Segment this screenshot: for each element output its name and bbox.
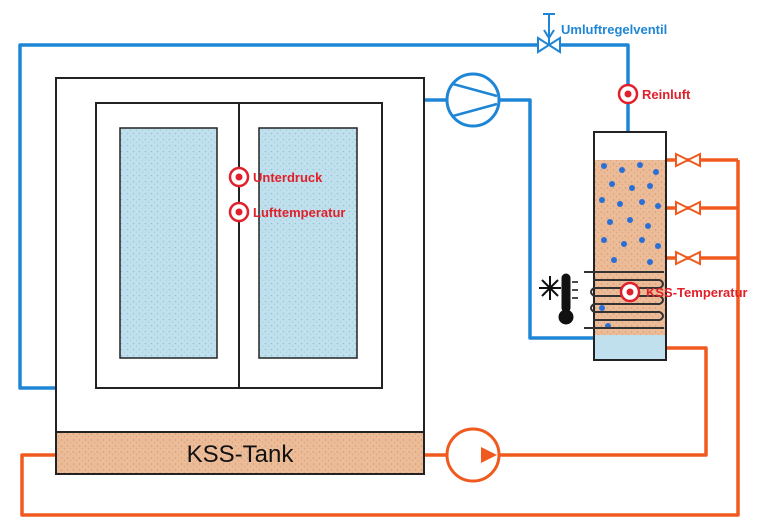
air-bubbles [599, 162, 661, 329]
sensor-icon-reinluft [617, 83, 639, 105]
valve-label: Umluftregelventil [561, 22, 667, 37]
reinluft-label: Reinluft [642, 87, 691, 102]
tank-label: KSS-Tank [187, 441, 295, 468]
window-right [258, 127, 358, 359]
return-air-line [18, 43, 540, 390]
nozzle-valves [675, 152, 701, 266]
valve-icon[interactable] [537, 13, 561, 54]
frost-thermometer-icon [539, 273, 578, 325]
fan-icon [445, 72, 501, 128]
cooling-coil-icon [584, 271, 664, 329]
sensor-icon-lufttemperatur [228, 201, 250, 223]
separator-column [584, 131, 701, 361]
machine-enclosure: KSS-Tank [55, 77, 425, 475]
coolant-tank [55, 431, 425, 475]
lufttemperatur-label: Lufttemperatur [253, 205, 345, 220]
kss-temperatur-label: KSS-Temperatur [646, 285, 748, 300]
pump-icon [445, 427, 501, 483]
sensor-icon-kss-temperatur [619, 281, 641, 303]
unterdruck-label: Unterdruck [253, 170, 323, 185]
separator-sump [595, 335, 665, 359]
valve-to-separator-line [558, 43, 630, 132]
sensor-icon-unterdruck [228, 166, 250, 188]
window-left [119, 127, 218, 359]
pump-to-separator-line [500, 346, 708, 457]
tank-outlet-loop-line [20, 160, 740, 517]
fan-to-separator-line [500, 98, 594, 340]
